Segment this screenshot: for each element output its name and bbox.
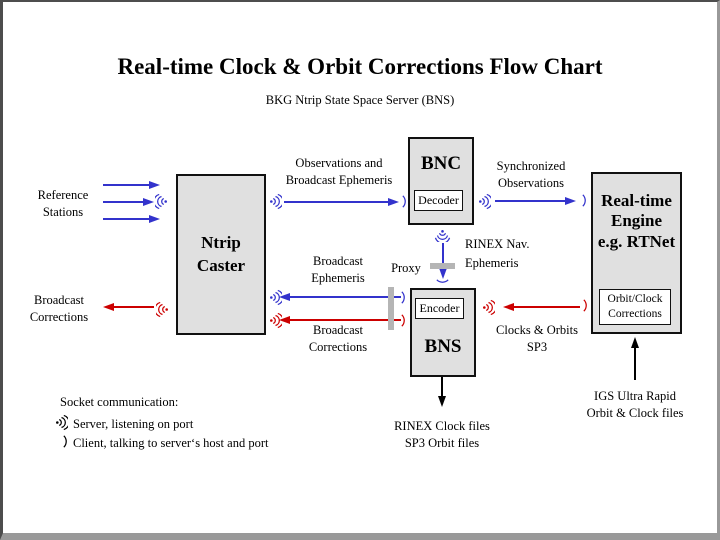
rinex-clock-files-label: RINEX Clock files SP3 Orbit files [394, 419, 490, 450]
caster-left-server-socket-icon [153, 193, 168, 210]
rinex-nav-arrow-line [442, 243, 444, 268]
caster-right-server-socket-icon-mid [269, 289, 284, 306]
bns-left-client-socket-icon-blue [400, 290, 407, 305]
caster-left-server-socket-icon-red [154, 301, 169, 318]
orbit-clock-label-line2: Corrections [608, 308, 662, 320]
engine-left-client-socket-icon-blue [581, 193, 588, 208]
page-title: Real-time Clock & Orbit Corrections Flow… [117, 54, 603, 79]
bns-output-arrow-line [441, 377, 443, 396]
decoder-label: Decoder [418, 193, 459, 207]
legend-server-socket-icon [55, 414, 70, 431]
legend-server-text: Server, listening on port [73, 417, 194, 431]
synchronized-arrow-line [495, 200, 565, 202]
broadcast-corrections-left-label: Broadcast Corrections [29, 293, 89, 324]
ref-arrow-2-head [143, 198, 154, 206]
bns-output-arrow-head [438, 396, 446, 407]
bns-top-client-socket-icon [435, 278, 450, 285]
broadcast-ephemeris-arrow-line [290, 296, 401, 298]
proxy-bar-horizontal [430, 263, 455, 269]
bns-label: BNS [424, 336, 462, 357]
ntrip-caster-label-line1: Ntrip [201, 232, 241, 252]
ntrip-caster-label-line2: Caster [196, 255, 246, 275]
bnc-bottom-server-socket-icon [434, 229, 451, 244]
clocks-orbits-arrow-line [514, 306, 580, 308]
engine-left-client-socket-icon-red [582, 298, 589, 313]
bnc-right-server-socket-icon [478, 193, 493, 210]
encoder-box: Encoder [415, 298, 464, 319]
reference-stations-label: Reference Stations [37, 188, 89, 219]
engine-label-line2: Engine [610, 211, 663, 231]
caster-right-server-socket-icon-red [269, 312, 284, 329]
engine-label-line1: Real-time [601, 191, 672, 210]
ref-arrow-1-line [103, 184, 149, 186]
orbit-clock-corrections-box: Orbit/Clock Corrections [599, 289, 671, 325]
broadcast-ephemeris-mid-label: Broadcast Ephemeris [311, 254, 365, 285]
orbit-clock-label-line1: Orbit/Clock [607, 293, 663, 306]
clocks-orbits-arrow-head [503, 303, 514, 311]
engine-label-line3: e.g. RTNet [597, 231, 676, 251]
bnc-label: BNC [420, 153, 462, 174]
bnc-left-client-socket-icon [401, 194, 408, 209]
igs-input-arrow-head [631, 337, 639, 348]
ref-arrow-2-line [103, 201, 143, 203]
ref-arrow-3-head [149, 215, 160, 223]
observations-label: Observations and Broadcast Ephemeris [285, 156, 393, 187]
ref-arrow-1-head [149, 181, 160, 189]
synchronized-arrow-head [565, 197, 576, 205]
legend-title: Socket communication: [60, 395, 179, 409]
encoder-label: Encoder [419, 301, 460, 315]
proxy-bar-vertical [388, 287, 394, 330]
decoder-box: Decoder [414, 190, 463, 211]
rinex-nav-arrow-head [439, 268, 447, 279]
broadcast-corrections-mid-arrow-head [279, 316, 290, 324]
clocks-orbits-label: Clocks & Orbits SP3 [496, 323, 578, 354]
bns-left-client-socket-icon-red [400, 313, 407, 328]
bnc-box: BNC [408, 137, 474, 225]
broadcast-ephemeris-arrow-head [279, 293, 290, 301]
legend-client-text: Client, talking to server‘s host and por… [73, 436, 269, 450]
page-subtitle: BKG Ntrip State Space Server (BNS) [265, 93, 455, 107]
igs-ultra-rapid-label: IGS Ultra Rapid Orbit & Clock files [586, 389, 684, 420]
broadcast-corrections-left-arrow-head [103, 303, 114, 311]
observations-arrow-head [388, 198, 399, 206]
rinex-nav-ephemeris-label: RINEX Nav. Ephemeris [465, 237, 530, 270]
bns-right-server-socket-icon [482, 299, 497, 316]
observations-arrow-line [284, 201, 388, 203]
broadcast-corrections-mid-arrow-line [290, 319, 401, 321]
ntrip-caster-box: Ntrip Caster [176, 174, 266, 335]
broadcast-corrections-left-arrow-line [114, 306, 154, 308]
ref-arrow-3-line [103, 218, 149, 220]
igs-input-arrow-line [634, 348, 636, 380]
legend-client-socket-icon [62, 434, 69, 449]
broadcast-corrections-mid-label: Broadcast Corrections [308, 323, 368, 354]
caster-right-server-socket-icon-top [269, 193, 284, 210]
synchronized-observations-label: Synchronized Observations [496, 159, 566, 190]
proxy-label: Proxy [391, 261, 421, 275]
